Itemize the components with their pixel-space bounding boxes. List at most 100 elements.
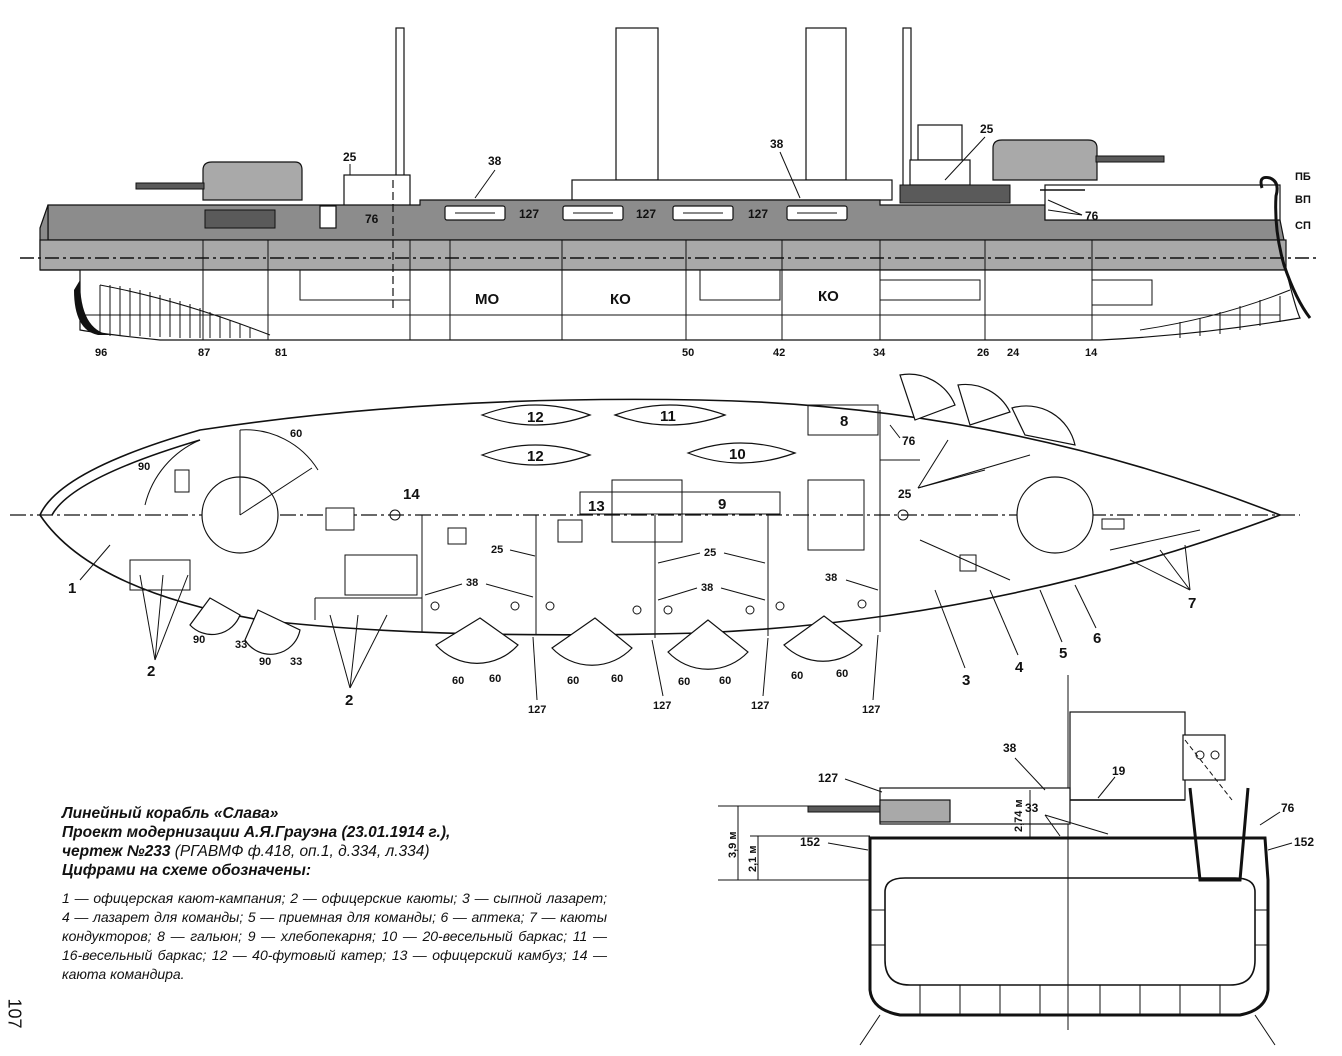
leader-76-b — [1047, 209, 1083, 216]
leader-6 — [1074, 584, 1097, 629]
leader-38-b1 — [657, 587, 698, 601]
section-leader-152-right — [1267, 842, 1293, 851]
leader-7b — [1159, 549, 1191, 591]
profile-view: МО КО КО 127 127 127 76 76 25 25 38 38 П… — [20, 27, 1320, 359]
plan-view: 1 2 2 3 4 5 6 7 8 9 10 11 12 12 13 14 60… — [10, 373, 1300, 716]
frame-34: 34 — [873, 347, 886, 359]
section-gun-barrel — [807, 805, 881, 813]
item-2-left: 2 — [147, 663, 155, 680]
aft-funnel — [615, 27, 659, 181]
gun-127-3: 127 — [748, 207, 768, 221]
fore-turret-guns — [1095, 155, 1165, 163]
gun-76-fore: 76 — [1085, 209, 1099, 223]
callout-25-b: 25 — [704, 547, 716, 559]
frame-42: 42 — [773, 347, 785, 359]
boat-10 — [686, 442, 797, 464]
section-label-127: 127 — [818, 771, 838, 785]
leader-3 — [934, 589, 966, 669]
boat-11 — [613, 404, 727, 426]
callout-25-a: 25 — [491, 544, 503, 556]
callout-127-a: 127 — [528, 704, 546, 716]
angle-90-l2: 90 — [259, 656, 271, 668]
section-label-38: 38 — [1003, 741, 1017, 755]
bow-casemate-white — [1044, 184, 1281, 221]
frame-81: 81 — [275, 347, 287, 359]
item-8: 8 — [840, 413, 848, 430]
fore-bridge — [909, 159, 971, 186]
item-10: 10 — [729, 446, 746, 463]
hatch-circle-1 — [389, 509, 401, 521]
angle-60-p3a: 60 — [678, 676, 690, 688]
section-double-bottom-ribs — [870, 909, 1268, 1015]
item-13: 13 — [588, 498, 605, 515]
leader-5 — [1039, 589, 1063, 643]
leader-2e — [349, 614, 359, 689]
waterline-pb: ПБ — [1295, 171, 1311, 183]
compartment-mo: МО — [475, 291, 499, 308]
leader-127-a — [532, 636, 538, 701]
page-number: 107 — [4, 998, 25, 1029]
angle-60-p4a: 60 — [791, 670, 803, 682]
section-dash-1 — [1184, 739, 1233, 801]
section-keel-line-left — [859, 1014, 881, 1046]
leader-38-fore — [779, 151, 801, 199]
leader-2f — [349, 614, 388, 689]
leader-25-b1 — [657, 552, 701, 564]
angle-60-top: 60 — [290, 428, 302, 440]
dim-2-1m: 2,1 м — [747, 846, 759, 873]
turret-arc-60 — [239, 429, 319, 516]
starboard-fans — [899, 373, 1076, 446]
leader-25-bow-a — [917, 439, 949, 489]
section-port-2 — [1210, 750, 1220, 760]
boat-12-upper — [480, 404, 592, 426]
fore-funnel — [805, 27, 847, 181]
leader-76 — [889, 424, 901, 439]
callout-127-b: 127 — [653, 700, 671, 712]
section-inner-hull — [884, 877, 1256, 986]
dim-2-74m: 2,74 м — [1013, 799, 1025, 832]
frame-96: 96 — [95, 347, 107, 359]
section-dimensions — [718, 790, 1031, 881]
aft-turret-guns — [135, 182, 205, 190]
frame-14: 14 — [1085, 347, 1098, 359]
callout-76: 76 — [902, 434, 916, 448]
gun-127-1: 127 — [519, 207, 539, 221]
callout-38-a: 38 — [466, 577, 478, 589]
frame-26: 26 — [977, 347, 989, 359]
leader-2b — [154, 574, 164, 661]
plan-compartments — [129, 404, 1201, 638]
leader-25-b2 — [723, 552, 766, 564]
waterline-sp: СП — [1295, 220, 1311, 232]
item-12-upper: 12 — [527, 409, 544, 426]
callout-25-fore: 25 — [980, 122, 994, 136]
aft-turret — [202, 161, 303, 201]
plan-fore-turret — [1016, 476, 1094, 554]
section-label-33: 33 — [1025, 801, 1039, 815]
leader-2d — [329, 614, 351, 689]
callout-38-fore: 38 — [770, 137, 784, 151]
plan-stern-inner — [51, 439, 201, 516]
hatch-circle-2 — [897, 509, 909, 521]
boat-12-lower — [480, 444, 592, 466]
leader-7c — [1184, 544, 1191, 591]
leader-25-a — [509, 549, 536, 557]
leader-7a — [1129, 559, 1191, 591]
callout-38-c: 38 — [825, 572, 837, 584]
frame-24: 24 — [1007, 347, 1020, 359]
item-6: 6 — [1093, 630, 1101, 647]
angle-33-l1: 33 — [235, 639, 247, 651]
section-leader-76 — [1259, 811, 1281, 826]
leader-127-c — [762, 637, 769, 697]
deck-details — [204, 184, 1085, 229]
leader-38-c — [845, 579, 879, 591]
leader-38-b2 — [720, 587, 766, 601]
section-leader-127 — [844, 778, 883, 793]
angle-60-p4b: 60 — [836, 668, 848, 680]
item-7: 7 — [1188, 595, 1196, 612]
leader-38-a2 — [485, 583, 534, 598]
section-leader-152-left — [827, 842, 869, 851]
item-11: 11 — [660, 408, 676, 425]
leader-25-bow-c — [917, 454, 1031, 489]
